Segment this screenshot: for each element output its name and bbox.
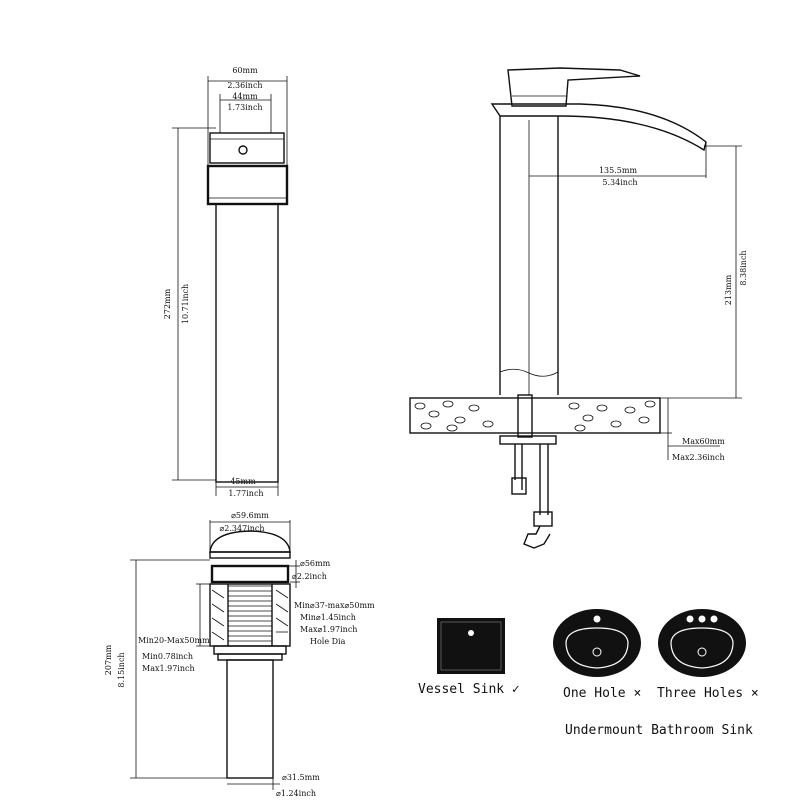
flange-in-label: ⌀2.2inch [292, 572, 327, 581]
thickness-min-in-label: Min0.78inch [142, 652, 193, 661]
drain-height-mm-label: 207mm [104, 644, 113, 675]
faucet-hole-icon [593, 615, 601, 623]
drain-flange [210, 564, 290, 584]
width-mm-label: 60mm [232, 66, 258, 75]
sink-drain-icon [697, 647, 707, 657]
faucet-hole-left-icon [686, 615, 694, 623]
vessel-drain-icon [468, 630, 474, 636]
mounting-nut [499, 435, 557, 445]
faucet-side-view: 135.5mm 5.34inch 213mm 8.38inch Max60mm … [409, 67, 748, 549]
mounting-rod [517, 394, 533, 438]
hose-fitting-right [533, 511, 553, 527]
reach-in-label: 5.34inch [602, 178, 637, 187]
sink-compatibility: Vessel Sink ✓ One Hole × Three Holes × U… [418, 609, 759, 738]
cap-dia-in-label: ⌀2.347inch [219, 524, 264, 533]
tail-dia-in-label: ⌀1.24inch [276, 789, 316, 798]
hose-fitting-left [511, 477, 527, 495]
hole-min-in-label: Min⌀1.45inch [300, 613, 356, 622]
tail-dia-mm-label: ⌀31.5mm [282, 773, 320, 782]
drain-nut [213, 645, 287, 655]
height-mm-label: 272mm [163, 288, 172, 319]
deck-max-mm-label: Max60mm [682, 437, 725, 446]
three-holes-label: Three Holes × [657, 686, 759, 701]
inner-in-label: 1.73inch [227, 103, 262, 112]
cap-dia-mm-label: ⌀59.6mm [231, 511, 269, 520]
vessel-sink-icon [437, 618, 505, 674]
spout-height-mm-label: 213mm [724, 274, 733, 305]
reach-mm-label: 135.5mm [599, 166, 637, 175]
faucet-front-view: 60mm 2.36inch 44mm 1.73inch 272mm 10.71i… [163, 66, 289, 498]
faucet-head [209, 132, 285, 164]
drain-height-in-label: 8.15inch [117, 652, 126, 687]
width-in-label: 2.36inch [227, 81, 262, 90]
countertop [409, 397, 661, 434]
faucet-spout [490, 103, 707, 152]
base-in-label: 1.77inch [228, 489, 263, 498]
faucet-hole-right-icon [710, 615, 718, 623]
vessel-sink-label: Vessel Sink ✓ [418, 682, 520, 697]
flange-mm-label: ⌀56mm [300, 559, 331, 568]
handle-screw-icon [238, 145, 248, 155]
hole-max-in-label: Max⌀1.97inch [300, 625, 357, 634]
deck-max-in-label: Max2.36inch [672, 453, 725, 462]
hole-mm-label: Min⌀37-max⌀50mm [294, 601, 375, 610]
drain-cap [209, 530, 291, 553]
thickness-mm-label: Min20-Max50mm [138, 636, 210, 645]
drain-tailpipe [226, 659, 274, 779]
undermount-label: Undermount Bathroom Sink [565, 723, 753, 738]
pop-up-drain: ⌀59.6mm ⌀2.347inch ⌀56mm ⌀2.2inch Min⌀37… [104, 511, 375, 798]
faucet-body [215, 203, 279, 483]
faucet-handle [507, 67, 641, 107]
faucet-hole-center-icon [698, 615, 706, 623]
one-hole-label: One Hole × [563, 686, 641, 701]
sink-drain-icon [592, 647, 602, 657]
thickness-max-in-label: Max1.97inch [142, 664, 195, 673]
drain-thread [209, 583, 291, 647]
height-in-label: 10.71inch [181, 284, 190, 324]
base-mm-label: 45mm [230, 477, 256, 486]
spout-height-in-label: 8.38inch [739, 250, 748, 285]
inner-mm-label: 44mm [232, 92, 258, 101]
hole-dia-label: Hole Dia [310, 637, 346, 646]
